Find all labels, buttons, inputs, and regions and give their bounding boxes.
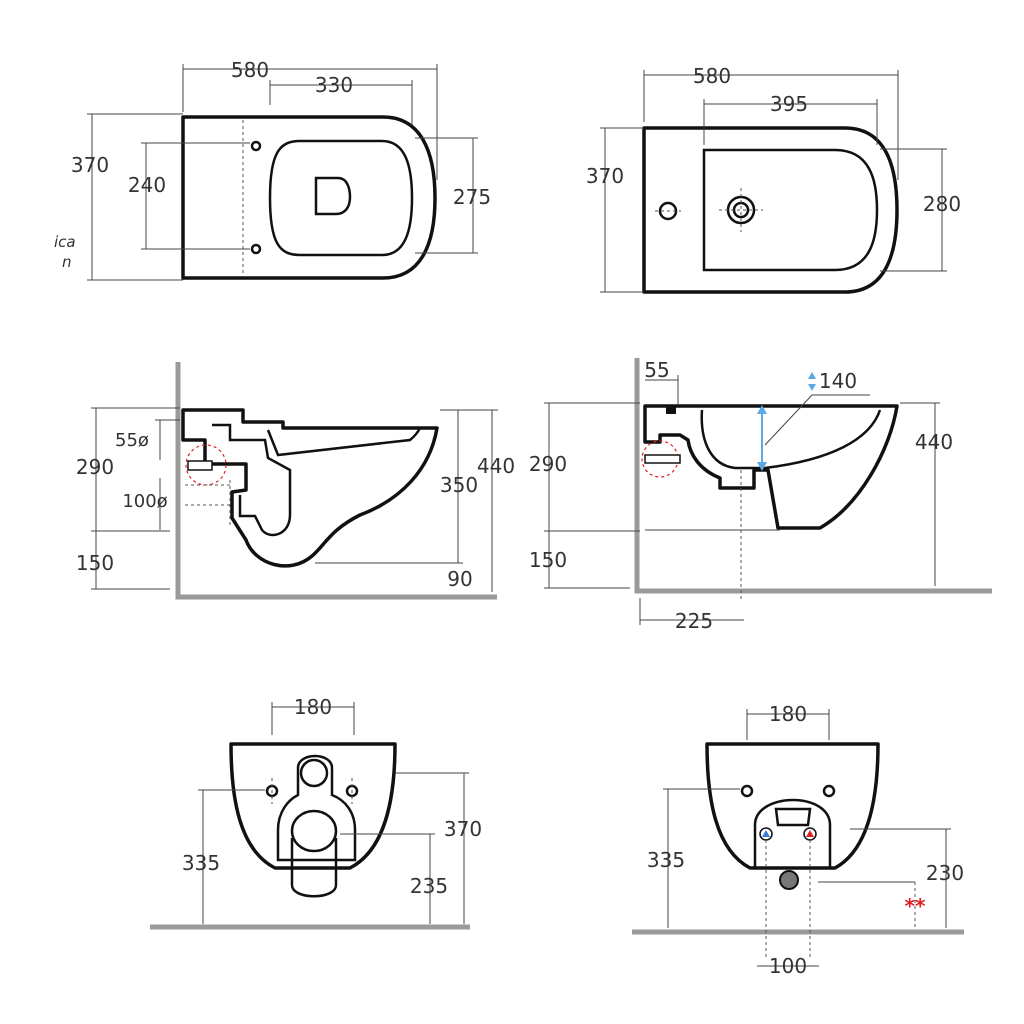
toilet-side-wall xyxy=(175,362,497,600)
toilet-back-outlet-height-label: 235 xyxy=(410,874,448,898)
toilet-top-depth-label: 370 xyxy=(71,153,109,177)
bidet-top-bowl xyxy=(702,148,879,272)
bidet-side-depth-icon xyxy=(808,372,816,391)
toilet-top-seat xyxy=(268,139,414,257)
toilet-back-flange xyxy=(276,754,357,862)
toilet-side-inlet-pipe xyxy=(187,460,213,471)
bidet-back-outline xyxy=(705,742,880,870)
bidet-top-depth-label: 370 xyxy=(586,164,624,188)
toilet-side-front-offset-label: 90 xyxy=(447,567,472,591)
bidet-back-marker: ** xyxy=(905,894,926,918)
toilet-back-view: 180 335 370 235 xyxy=(150,695,482,930)
bidet-side-bowl-depth-label: 140 xyxy=(819,369,857,393)
toilet-back-outlet-hole xyxy=(290,809,338,853)
bidet-back-drain xyxy=(779,870,799,890)
bidet-side-bowl xyxy=(700,409,882,470)
bidet-top-view: 580 395 370 280 xyxy=(586,64,961,294)
toilet-side-inlet-diameter-label: 55ø xyxy=(115,430,149,451)
toilet-side-view: 290 150 55ø 100ø 350 440 90 xyxy=(76,362,515,600)
bidet-side-wall xyxy=(634,358,992,594)
bidet-back-view: 180 335 230 ** 100 xyxy=(632,702,964,978)
toilet-top-mount-spacing-label: 240 xyxy=(128,173,166,197)
bidet-back-mount-height-label: 335 xyxy=(647,848,685,872)
bidet-side-view: 140 55 290 150 440 225 xyxy=(529,358,992,633)
toilet-top-view: 580 330 370 240 275 ica n xyxy=(54,58,491,281)
toilet-top-width-label: 580 xyxy=(231,58,269,82)
bidet-back-mount-hole-left xyxy=(740,784,754,798)
bidet-side-inlet-pipe xyxy=(644,454,681,464)
toilet-side-floor-to-base-label: 150 xyxy=(76,551,114,575)
toilet-back-total-height-label: 370 xyxy=(444,817,482,841)
toilet-back-inlet-hole xyxy=(299,758,329,788)
toilet-back-outlet-pipe xyxy=(290,838,338,898)
toilet-side-bowl-line xyxy=(266,427,422,457)
bidet-back-recess xyxy=(753,798,832,868)
toilet-top-bowl-depth-label: 275 xyxy=(453,185,491,209)
toilet-side-rim-height-label: 440 xyxy=(477,454,515,478)
toilet-top-bowl-offset-label: 330 xyxy=(315,73,353,97)
toilet-back-mount-spacing-label: 180 xyxy=(294,695,332,719)
toilet-top-note-line2: n xyxy=(62,253,72,271)
toilet-top-mount-hole-lower xyxy=(250,243,262,255)
toilet-side-outlet-diameter-label: 100ø xyxy=(122,491,167,512)
bidet-top-outline xyxy=(642,126,899,294)
bidet-back-recess-inner xyxy=(774,807,812,827)
toilet-side-trap xyxy=(212,423,292,537)
toilet-side-outlet-height-label: 290 xyxy=(76,455,114,479)
bidet-top-bowl-offset-label: 395 xyxy=(770,92,808,116)
toilet-side-rim-to-base-label: 350 xyxy=(440,473,478,497)
toilet-top-note-line1: ica xyxy=(54,233,76,251)
bidet-side-outlet-height-label: 290 xyxy=(529,452,567,476)
bidet-side-rim-height-label: 440 xyxy=(915,430,953,454)
toilet-back-outline xyxy=(229,742,397,870)
toilet-top-outline xyxy=(181,115,437,280)
bidet-back-drain-height-label: 230 xyxy=(926,861,964,885)
bidet-side-tap xyxy=(666,406,676,414)
toilet-back-mount-height-label: 335 xyxy=(182,851,220,875)
bidet-back-drain-width-label: 100 xyxy=(769,954,807,978)
bidet-back-mount-hole-right xyxy=(822,784,836,798)
bidet-side-floor-to-base-label: 150 xyxy=(529,548,567,572)
bidet-back-mount-spacing-label: 180 xyxy=(769,702,807,726)
bidet-side-drain-offset-label: 225 xyxy=(675,609,713,633)
toilet-top-flush-hole xyxy=(314,176,352,216)
toilet-top-mount-hole-upper xyxy=(250,140,262,152)
bidet-top-width-label: 580 xyxy=(693,64,731,88)
toilet-side-outline xyxy=(181,408,439,568)
bidet-side-inlet-offset-label: 55 xyxy=(644,358,669,382)
bidet-top-bowl-depth-label: 280 xyxy=(923,192,961,216)
